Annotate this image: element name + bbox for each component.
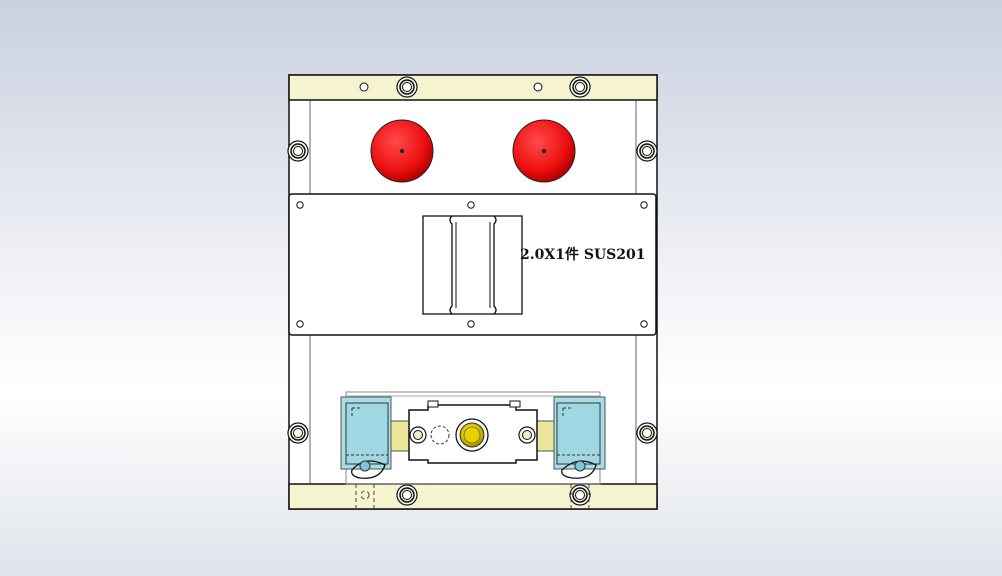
plate-hole-bottom-center bbox=[467, 320, 475, 328]
bottom-rail bbox=[288, 483, 658, 510]
plate-hole-bl bbox=[296, 320, 304, 328]
clamp-block-left bbox=[340, 396, 392, 479]
side-bolt-bottom-right bbox=[636, 422, 658, 444]
hidden-lines bbox=[355, 484, 590, 509]
bottom-rail-bolt-right bbox=[569, 484, 591, 506]
housing-screw-left bbox=[409, 426, 427, 444]
side-bolt-bottom-left bbox=[287, 422, 309, 444]
top-rail-hole-right bbox=[533, 82, 543, 92]
plate-hole-tl bbox=[296, 201, 304, 209]
plate-hole-br bbox=[640, 320, 648, 328]
plate-window bbox=[422, 215, 523, 315]
top-rail bbox=[288, 74, 658, 101]
side-bolt-top-right bbox=[636, 140, 658, 162]
brass-bushing bbox=[455, 418, 489, 452]
red-button-right bbox=[512, 119, 576, 183]
bottom-rail-bolt-left bbox=[396, 484, 418, 506]
top-rail-hole-left bbox=[359, 82, 369, 92]
hidden-bore bbox=[430, 425, 450, 445]
red-button-left bbox=[370, 119, 434, 183]
center-housing bbox=[408, 400, 538, 464]
material-annotation: 2.0X1件 SUS201 bbox=[520, 246, 646, 263]
plate-hole-tr bbox=[640, 201, 648, 209]
plate-hole-top-center bbox=[467, 201, 475, 209]
top-rail-bolt-left bbox=[396, 76, 418, 98]
lower-mechanism bbox=[340, 391, 606, 509]
top-rail-bolt-right bbox=[569, 76, 591, 98]
side-bolt-top-left bbox=[287, 140, 309, 162]
housing-screw-right bbox=[518, 426, 536, 444]
cover-plate: 2.0X1件 SUS201 bbox=[288, 193, 657, 336]
clamp-block-right bbox=[553, 396, 606, 479]
